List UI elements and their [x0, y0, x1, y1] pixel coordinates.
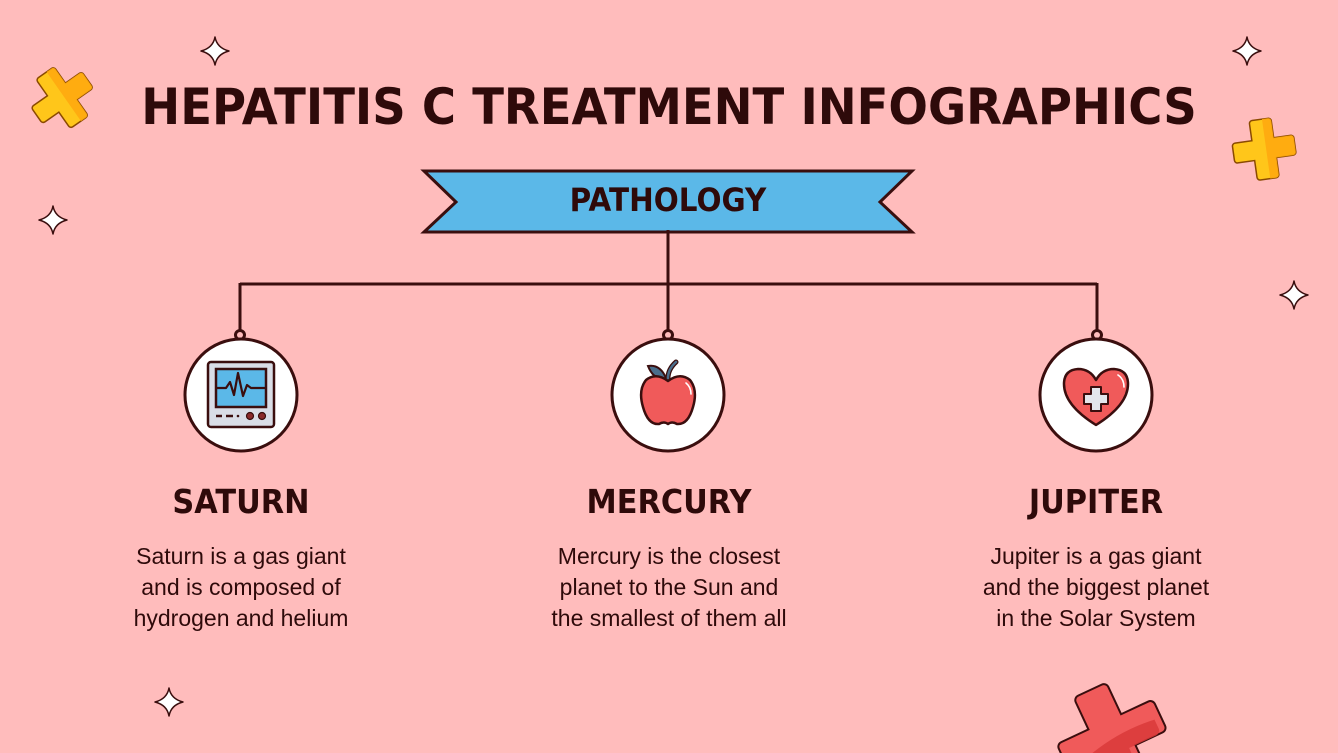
sparkle-icon — [38, 205, 68, 235]
yellow-cross-icon — [1231, 117, 1297, 181]
description-line: planet to the Sun and — [559, 574, 779, 600]
description-line: the smallest of them all — [551, 605, 787, 631]
banner-label: PATHOLOGY — [569, 181, 767, 219]
sparkle-icon — [200, 36, 230, 66]
description-line: in the Solar System — [996, 605, 1196, 631]
description-line: and is composed of — [141, 574, 341, 600]
description-line: Saturn is a gas giant — [136, 543, 346, 569]
icon-circle-saturn — [183, 337, 299, 453]
column-title-jupiter: JUPITER — [1028, 482, 1164, 521]
column-description-mercury: Mercury is the closest planet to the Sun… — [509, 541, 829, 634]
description-line: Mercury is the closest — [557, 543, 781, 569]
column-description-saturn: Saturn is a gas giant and is composed of… — [81, 541, 401, 634]
yellow-cross-icon — [31, 67, 93, 129]
column-description-jupiter: Jupiter is a gas giant and the biggest p… — [936, 541, 1256, 634]
page-title: HEPATITIS C TREATMENT INFOGRAPHICS — [141, 78, 1197, 136]
tree-connectors — [234, 230, 1103, 341]
sparkle-icon — [1279, 280, 1309, 310]
apple-icon — [639, 359, 697, 426]
icon-circle-mercury — [610, 337, 726, 453]
description-line: and the biggest planet — [982, 574, 1210, 600]
heart-plus-icon — [1062, 367, 1130, 427]
description-line: hydrogen and helium — [133, 605, 349, 631]
heart-monitor-icon — [206, 360, 276, 429]
column-title-mercury: MERCURY — [586, 482, 752, 521]
sparkle-icon — [1232, 36, 1262, 66]
description-line: Jupiter is a gas giant — [990, 543, 1202, 569]
icon-circle-jupiter — [1038, 337, 1154, 453]
red-cross-icon — [1057, 683, 1167, 753]
sparkle-icon — [154, 687, 184, 717]
pathology-banner — [420, 169, 916, 234]
column-title-saturn: SATURN — [172, 482, 310, 521]
